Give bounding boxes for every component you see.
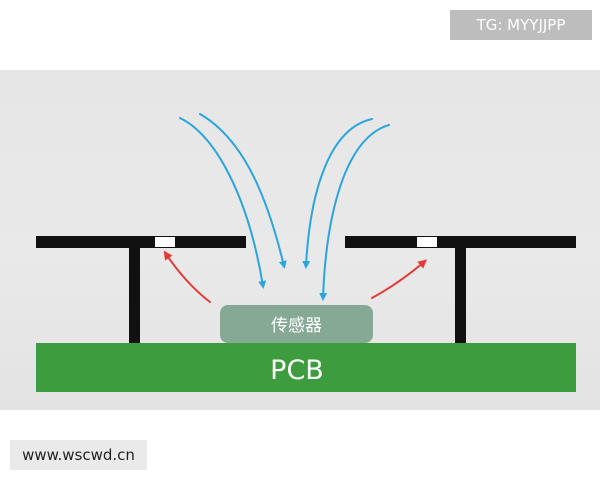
right-vent-gap [417,237,437,247]
reflected-arrow-right [371,259,428,299]
left-vent-gap [155,237,175,247]
pcb-body [36,343,576,392]
airflow-arrow-3 [302,118,373,269]
reflected-arrows [163,250,428,303]
airflow-arrow-2 [199,113,287,269]
sensor: 传感器 [220,305,373,343]
pcb-label: PCB [270,355,324,386]
reflected-arrow-left [163,250,211,303]
sensor-label: 传感器 [271,316,322,336]
pcb-board: PCB [36,343,576,392]
right-bracket-post [455,248,466,343]
left-bracket [36,236,246,343]
watermark-top: TG: MYYJJPP [450,10,592,40]
airflow-arrow-4 [319,124,390,301]
airflow-arrows [179,113,390,301]
right-bracket [345,236,576,343]
sensor-body [220,305,373,343]
left-bracket-post [129,248,140,343]
airflow-arrow-1 [179,117,267,289]
watermark-bottom: www.wscwd.cn [10,440,147,470]
right-bracket-top [345,236,576,248]
left-bracket-top [36,236,246,248]
